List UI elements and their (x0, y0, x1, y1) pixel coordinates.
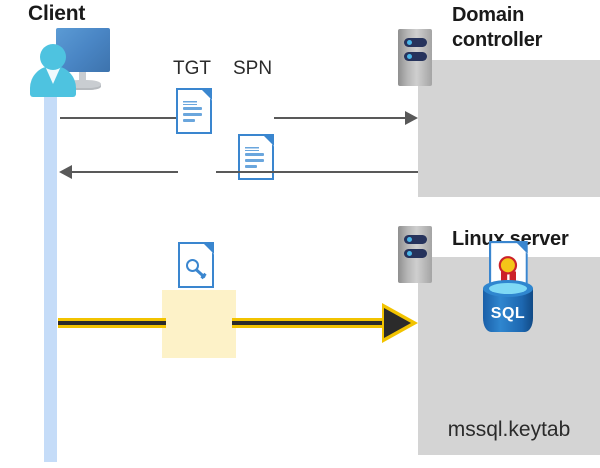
linux-server-icon (398, 226, 432, 283)
authenticate-arrowhead (384, 308, 411, 338)
user-head-icon (40, 44, 66, 70)
spn-document-icon (238, 134, 274, 180)
server-bay-icon (404, 249, 427, 258)
response-arrow-segment-left (72, 171, 178, 173)
request-arrow-segment-left (60, 117, 176, 119)
authenticate-arrow-segment-left (58, 318, 166, 328)
sql-database-label: SQL (490, 305, 526, 322)
domain-controller-panel (418, 60, 600, 197)
user-collar-icon (45, 66, 61, 84)
sql-database-icon: SQL (483, 280, 533, 338)
server-bay-icon (404, 52, 427, 61)
authenticate-arrow-segment-right (232, 318, 388, 328)
response-arrow-segment-right (216, 171, 418, 173)
monitor-base-icon (65, 80, 101, 90)
tgt-label: TGT (173, 58, 211, 79)
domain-controller-title-line1: Domain (452, 4, 525, 26)
domain-controller-server-icon (398, 29, 432, 86)
server-bay-icon (404, 38, 427, 47)
tgt-document-icon (176, 88, 212, 134)
server-bay-icon (404, 235, 427, 244)
monitor-neck-icon (79, 72, 86, 82)
response-arrowhead (59, 165, 72, 179)
linux-server-title: Linux server (452, 228, 569, 250)
request-arrow-segment-right (274, 117, 408, 119)
domain-controller-title: Domain controller (452, 3, 592, 53)
service-ticket-key-document-icon (178, 242, 214, 288)
client-title: Client (28, 2, 86, 25)
request-arrowhead (405, 111, 418, 125)
monitor-screen-icon (56, 28, 110, 72)
domain-controller-title-line2: controller (452, 29, 543, 51)
client-lifeline (44, 70, 57, 462)
spn-label: SPN (233, 58, 273, 79)
highlight-box (162, 290, 236, 358)
client-workstation-icon (30, 28, 110, 97)
keytab-filename-label: mssql.keytab (447, 418, 571, 441)
